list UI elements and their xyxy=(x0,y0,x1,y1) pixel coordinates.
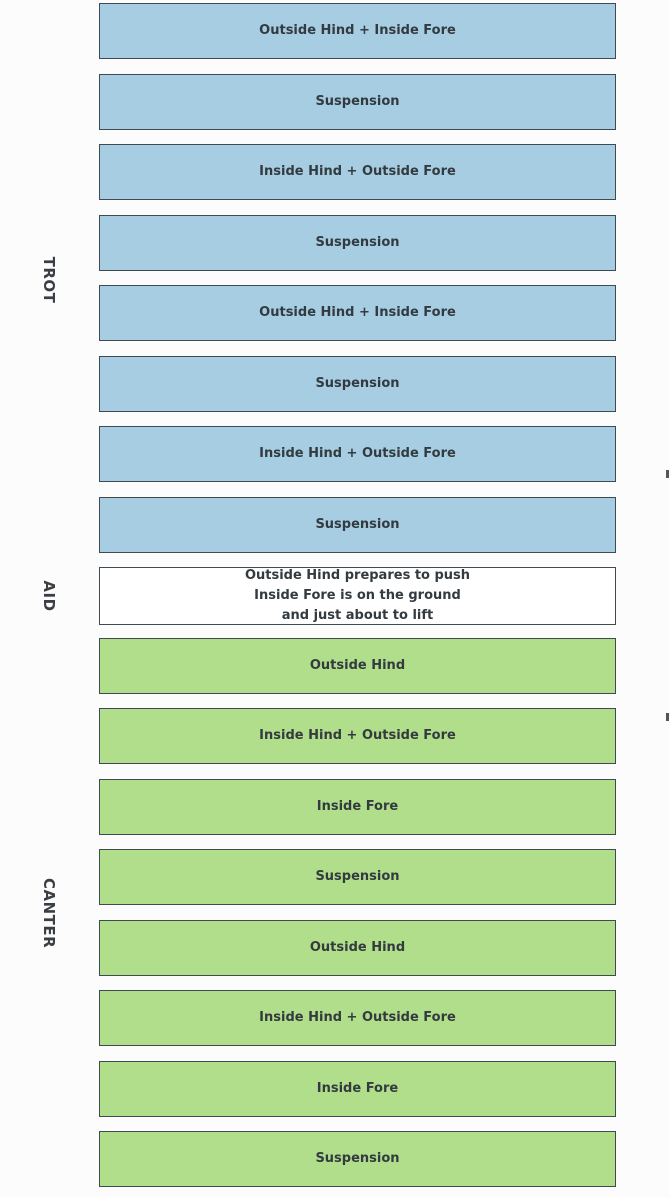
step-label: Inside Hind + Outside Fore xyxy=(259,728,456,743)
step-label: Suspension xyxy=(315,235,400,250)
aid-line-1: Outside Hind prepares to push xyxy=(244,568,471,583)
step-label: Inside Fore xyxy=(316,799,399,814)
step-label: Suspension xyxy=(315,376,400,391)
section-label-canter: CANTER xyxy=(40,878,58,949)
edge-tick-mark xyxy=(666,470,669,478)
canter-step-2: Inside Hind + Outside Fore xyxy=(99,708,616,764)
step-label: Outside Hind xyxy=(309,940,406,955)
aid-step: Outside Hind prepares to push Inside For… xyxy=(99,567,616,625)
canter-step-5: Outside Hind xyxy=(99,920,616,976)
canter-step-1: Outside Hind xyxy=(99,638,616,694)
trot-step-3: Inside Hind + Outside Fore xyxy=(99,144,616,200)
step-label: Inside Hind + Outside Fore xyxy=(259,446,456,461)
aid-text: Outside Hind prepares to push Inside For… xyxy=(245,566,470,626)
canter-step-3: Inside Fore xyxy=(99,779,616,835)
step-label: Suspension xyxy=(315,1151,400,1166)
canter-step-8: Suspension xyxy=(99,1131,616,1187)
trot-step-4: Suspension xyxy=(99,215,616,271)
step-label: Inside Hind + Outside Fore xyxy=(259,164,456,179)
trot-step-5: Outside Hind + Inside Fore xyxy=(99,285,616,341)
step-label: Suspension xyxy=(315,517,400,532)
section-label-trot: TROT xyxy=(40,256,58,304)
trot-step-6: Suspension xyxy=(99,356,616,412)
canter-step-4: Suspension xyxy=(99,849,616,905)
step-label: Inside Fore xyxy=(316,1081,399,1096)
canter-step-6: Inside Hind + Outside Fore xyxy=(99,990,616,1046)
step-label: Outside Hind xyxy=(309,658,406,673)
trot-step-7: Inside Hind + Outside Fore xyxy=(99,426,616,482)
step-label: Outside Hind + Inside Fore xyxy=(259,23,456,38)
step-label: Inside Hind + Outside Fore xyxy=(259,1010,456,1025)
step-label: Suspension xyxy=(315,94,400,109)
trot-step-1: Outside Hind + Inside Fore xyxy=(99,3,616,59)
step-label: Suspension xyxy=(315,869,400,884)
aid-line-2: Inside Fore is on the ground xyxy=(254,588,461,603)
aid-line-3: and just about to lift xyxy=(281,608,434,623)
edge-tick-mark xyxy=(666,713,669,721)
step-label: Outside Hind + Inside Fore xyxy=(259,305,456,320)
canter-step-7: Inside Fore xyxy=(99,1061,616,1117)
section-label-aid: AID xyxy=(40,580,58,612)
trot-step-2: Suspension xyxy=(99,74,616,130)
trot-step-8: Suspension xyxy=(99,497,616,553)
